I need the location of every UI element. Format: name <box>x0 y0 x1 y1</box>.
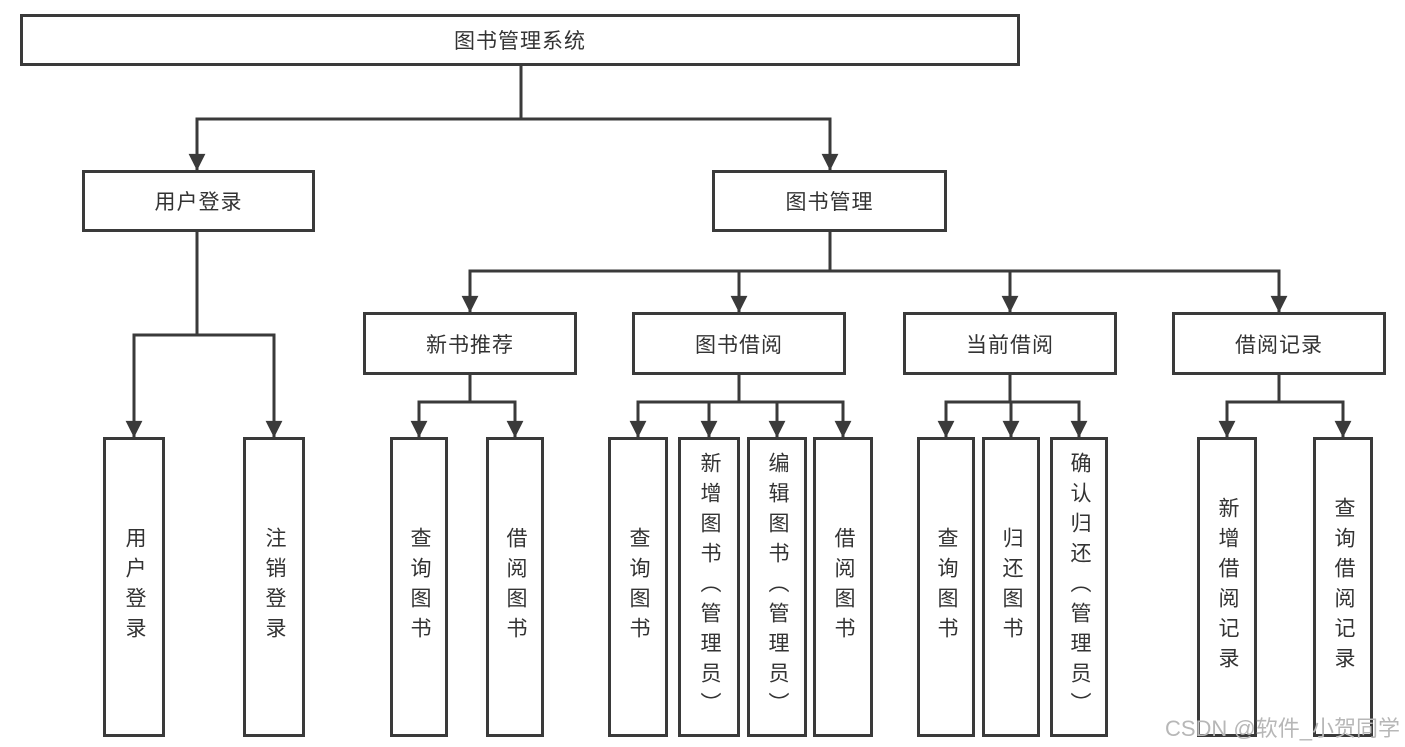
leaf-query-books-current: 查询图书 <box>917 437 975 737</box>
node-book-borrow: 图书借阅 <box>632 312 846 375</box>
leaf-user-login-label: 用户登录 <box>123 527 146 647</box>
leaf-query-books-recommend: 查询图书 <box>390 437 448 737</box>
leaf-logout: 注销登录 <box>243 437 305 737</box>
node-root-label: 图书管理系统 <box>454 30 586 53</box>
leaf-query-borrow-record: 查询借阅记录 <box>1313 437 1373 737</box>
csdn-watermark: CSDN @软件_小贺同学 <box>1164 716 1400 741</box>
leaf-borrow-books-recommend: 借阅图书 <box>486 437 544 737</box>
node-new-book-recommend: 新书推荐 <box>363 312 577 375</box>
leaf-query-books-borrow-label: 查询图书 <box>627 527 650 647</box>
node-user-login: 用户登录 <box>82 170 315 232</box>
node-borrow-records-label: 借阅记录 <box>1235 333 1323 357</box>
leaf-borrow-books-borrow-label: 借阅图书 <box>832 527 855 647</box>
node-new-book-recommend-label: 新书推荐 <box>426 333 514 357</box>
node-book-management: 图书管理 <box>712 170 947 232</box>
leaf-add-book-admin: 新增图书（管理员） <box>678 437 740 737</box>
node-borrow-records: 借阅记录 <box>1172 312 1386 375</box>
node-root: 图书管理系统 <box>20 14 1020 66</box>
leaf-add-borrow-record: 新增借阅记录 <box>1197 437 1257 737</box>
leaf-user-login: 用户登录 <box>103 437 165 737</box>
node-user-login-label: 用户登录 <box>154 191 243 214</box>
leaf-return-book: 归还图书 <box>982 437 1040 737</box>
leaf-confirm-return-admin: 确认归还（管理员） <box>1050 437 1108 737</box>
leaf-add-book-admin-label: 新增图书（管理员） <box>698 452 721 722</box>
leaf-borrow-books-recommend-label: 借阅图书 <box>504 527 527 647</box>
leaf-add-borrow-record-label: 新增借阅记录 <box>1216 497 1239 677</box>
leaf-query-books-borrow: 查询图书 <box>608 437 668 737</box>
node-book-management-label: 图书管理 <box>785 191 874 214</box>
leaf-query-books-current-label: 查询图书 <box>935 527 958 647</box>
leaf-edit-book-admin: 编辑图书（管理员） <box>747 437 807 737</box>
leaf-return-book-label: 归还图书 <box>1000 527 1023 647</box>
leaf-query-books-recommend-label: 查询图书 <box>408 527 431 647</box>
leaf-confirm-return-admin-label: 确认归还（管理员） <box>1068 452 1091 722</box>
node-current-borrow-label: 当前借阅 <box>966 333 1054 357</box>
leaf-borrow-books-borrow: 借阅图书 <box>813 437 873 737</box>
leaf-logout-label: 注销登录 <box>263 527 286 647</box>
leaf-edit-book-admin-label: 编辑图书（管理员） <box>766 452 789 722</box>
leaf-query-borrow-record-label: 查询借阅记录 <box>1332 497 1355 677</box>
node-current-borrow: 当前借阅 <box>903 312 1117 375</box>
node-book-borrow-label: 图书借阅 <box>695 333 783 357</box>
